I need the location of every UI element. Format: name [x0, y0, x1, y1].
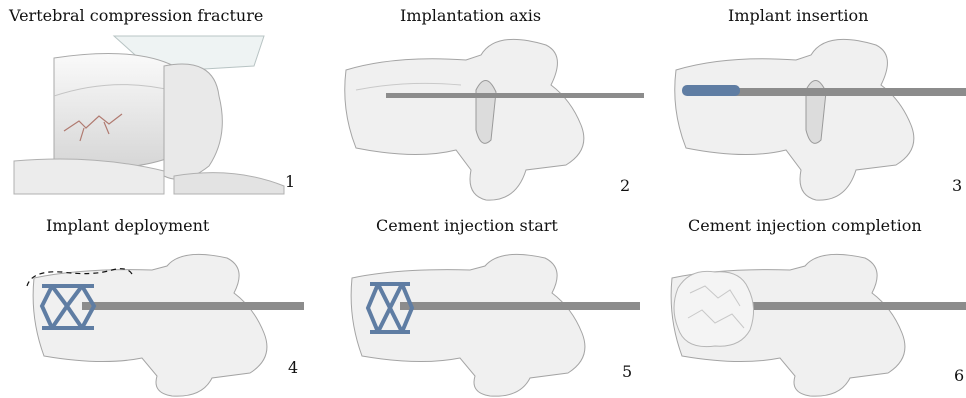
implant-body: [682, 85, 740, 96]
vertebra-insertion-illustration: [666, 30, 966, 202]
vertebra-cement-complete-illustration: [660, 248, 966, 398]
panel-1-title: Vertebral compression fracture: [9, 6, 263, 25]
panel-5-title: Cement injection start: [376, 216, 558, 235]
panel-2-title: Implantation axis: [400, 6, 541, 25]
implantation-rod: [386, 93, 644, 98]
panel-3-title: Implant insertion: [728, 6, 868, 25]
fractured-vertebra-illustration: [14, 36, 284, 194]
panel-1-number: 1: [285, 172, 295, 191]
vertebra-cement-start-illustration: [340, 248, 640, 398]
vertebra-deployment-illustration: [22, 248, 304, 398]
cement-mass: [674, 271, 754, 346]
panel-4-title: Implant deployment: [46, 216, 209, 235]
vertebra-axis-illustration: [336, 30, 646, 202]
panel-6-title: Cement injection completion: [688, 216, 922, 235]
